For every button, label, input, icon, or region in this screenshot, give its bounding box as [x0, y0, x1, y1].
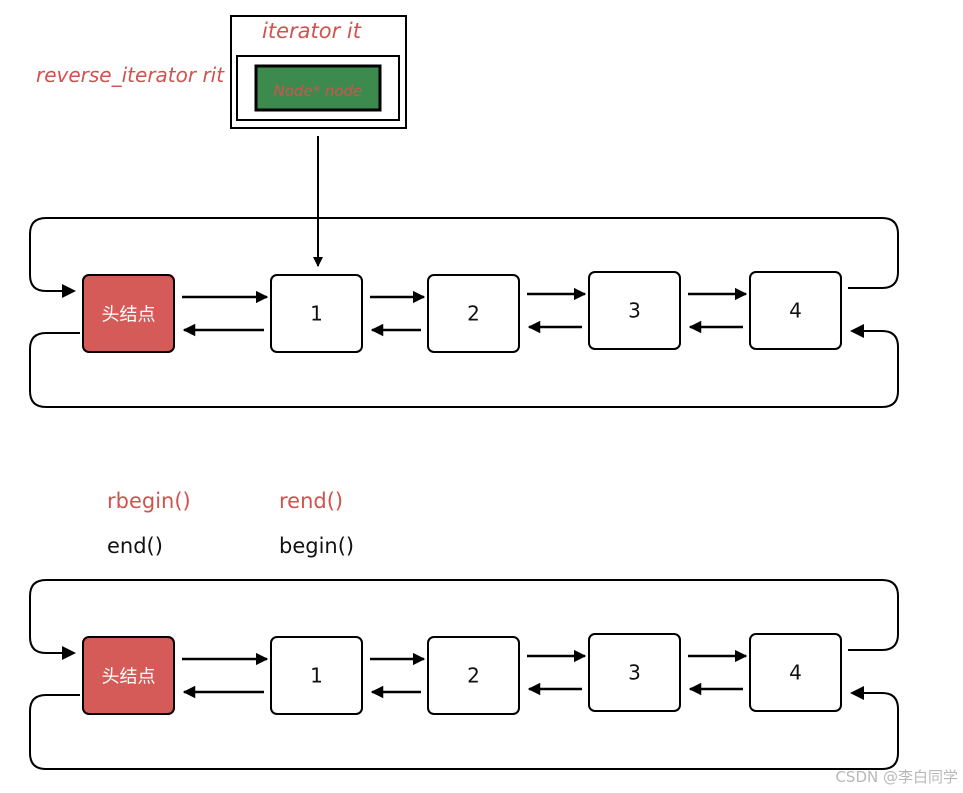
list-node-label: 1: [310, 302, 323, 326]
watermark: CSDN @李白同学: [835, 768, 958, 786]
list-node-label: 2: [467, 664, 480, 688]
list-node-label: 2: [467, 302, 480, 326]
end-label: end(): [107, 534, 163, 558]
list-node-box: [270, 274, 363, 353]
prev-wrap-line: [29, 692, 899, 770]
prev-wrap-line: [29, 330, 899, 408]
head-node-label: 头结点: [102, 305, 156, 326]
rbegin-label: rbegin(): [107, 489, 191, 513]
next-wrap-line: [29, 217, 899, 292]
iterator-box: iterator it Node* node: [230, 15, 407, 129]
list-node-box: [427, 274, 520, 353]
list-node-box: [427, 636, 520, 715]
list-diagram-top: 头结点 1 2 3 4: [29, 217, 899, 408]
next-wrap-arrowhead: [62, 646, 76, 660]
prev-wrap-arrowhead: [850, 686, 864, 700]
rend-label: rend(): [279, 489, 343, 513]
head-node-label: 头结点: [102, 667, 156, 688]
list-diagram-bottom: 头结点 1 2 3 4: [29, 579, 899, 770]
begin-label: begin(): [279, 534, 354, 558]
next-wrap-arrowhead: [62, 284, 76, 298]
reverse-iterator-label: reverse_iterator rit: [36, 63, 225, 87]
iterator-it-label: iterator it: [262, 19, 362, 43]
list-node-label: 3: [628, 661, 641, 685]
list-node-box: [588, 271, 681, 350]
list-node-box: [270, 636, 363, 715]
list-node-label: 4: [789, 661, 802, 685]
list-node-label: 3: [628, 299, 641, 323]
list-node-box: [749, 633, 842, 712]
head-node-box: [82, 636, 175, 715]
list-node-box: [588, 633, 681, 712]
list-node-box: [749, 271, 842, 350]
list-node-label: 1: [310, 664, 323, 688]
node-pointer-box: [254, 64, 382, 112]
next-wrap-line: [29, 579, 899, 654]
head-node-box: [82, 274, 175, 353]
prev-wrap-arrowhead: [850, 324, 864, 338]
list-node-label: 4: [789, 299, 802, 323]
node-pointer-label: Node* node: [274, 82, 363, 100]
